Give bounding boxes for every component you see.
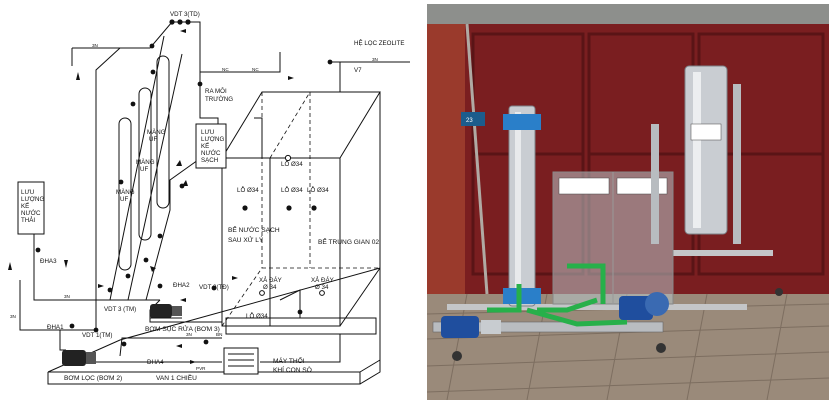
label-drain-2a: XẢ ĐÁY — [311, 277, 334, 284]
label-uf-mid-1: MÀNG — [136, 159, 155, 166]
valve-markers — [35, 19, 333, 347]
label-waste-meter-3: KẾ — [21, 203, 29, 210]
label-vdt1-tm: VDT 1(TM) — [82, 332, 112, 339]
label-buffer-tank: BỂ TRUNG GIAN 02 — [318, 237, 379, 246]
pump-backwash — [150, 304, 182, 319]
uf-membrane-left — [118, 117, 132, 271]
label-waste-meter-5: THẢI — [21, 217, 35, 224]
label-discharge-1: RA MÔI — [205, 88, 227, 95]
label-uf-left-2: UF — [120, 196, 128, 203]
pipe-code: PVR — [196, 366, 206, 371]
background-building — [427, 4, 829, 24]
label-vdt3-tm: VDT 3 (TM) — [104, 306, 136, 313]
flow-arrows — [8, 29, 294, 364]
label-waste-meter-4: NƯỚC — [21, 210, 41, 217]
pipe-code: 3N — [92, 43, 98, 48]
label-waste-meter-1: LƯU — [21, 189, 34, 196]
label-blower-1: MÁY THỔI — [273, 356, 305, 365]
air-blower — [223, 347, 259, 375]
label-clean-tank-1: BỂ NƯỚC SẠCH — [228, 225, 280, 234]
house-number: 23 — [466, 118, 473, 124]
label-blower-2: KHÍ CON SÒ — [273, 365, 312, 374]
label-hole-a: LỖ Ø34 — [237, 187, 259, 194]
label-hole-b: LỖ Ø34 — [281, 187, 303, 194]
house-number-plate — [461, 112, 485, 126]
equipment-frame — [432, 250, 783, 361]
equipment-photo: 23 — [427, 4, 829, 400]
label-gauge-3: ĐHA3 — [40, 258, 57, 265]
label-clean-tank-2: SAU XỬ LÝ — [228, 235, 264, 244]
label-clean-meter-3: KẾ — [201, 143, 209, 150]
blue-pumps — [441, 292, 669, 338]
pipe-code: NC — [222, 67, 229, 72]
pipe-code: BN — [216, 332, 222, 337]
label-v7: V7 — [354, 67, 362, 74]
label-discharge-2: TRƯỜNG — [205, 96, 233, 103]
label-drain-1a: XẢ ĐÁY — [259, 277, 282, 284]
process-diagram: VDT 3(TD) HỆ LỌC ZEOLITE V7 RA MÔI TRƯỜN… — [8, 11, 410, 385]
pipe-code: 3N — [372, 57, 378, 62]
label-hole-top: LỖ Ø34 — [281, 161, 303, 168]
flow-meter-clean — [195, 123, 227, 169]
pipe-code: NC — [252, 67, 259, 72]
label-clean-meter-2: LƯỢNG — [201, 136, 224, 143]
uf-membrane-mid — [138, 87, 152, 241]
label-zeolite-filter: HỆ LỌC ZEOLITE — [354, 39, 405, 47]
label-hole-c: LỖ Ø34 — [307, 187, 329, 194]
label-vdt2-td: VDT 2(TĐ) — [199, 284, 229, 291]
label-waste-meter-2: LƯỢNG — [21, 196, 44, 203]
label-clean-meter-4: NƯỚC — [201, 150, 221, 157]
uf-column — [503, 105, 541, 307]
pipe-code: 3N — [64, 294, 70, 299]
label-gauge-1: ĐHA1 — [47, 324, 64, 331]
flow-meter-waste — [17, 181, 45, 235]
pump-filter — [62, 350, 96, 366]
label-drain-1b: Ø 34 — [263, 284, 277, 291]
pipe-code: 3N — [186, 332, 192, 337]
pipe-code: 3N — [10, 314, 16, 319]
label-uf-mid-2: UF — [140, 166, 148, 173]
label-uf-left-1: MÀNG — [116, 189, 135, 196]
label-uf-right-2: UF — [149, 136, 157, 143]
label-drain-2b: Ø 34 — [315, 284, 329, 291]
label-gauge-4: ĐHA4 — [147, 359, 164, 366]
uf-membrane-right — [156, 55, 170, 209]
piping-network — [19, 21, 410, 363]
label-uf-right-1: MÀNG — [147, 129, 166, 136]
leaning-pole — [465, 23, 489, 295]
label-clean-meter-1: LƯU — [201, 129, 214, 136]
label-vdt3-td: VDT 3(TD) — [170, 11, 200, 18]
zeolite-column — [651, 65, 741, 244]
brick-pillar — [427, 24, 465, 294]
label-hole-bottom: LỖ Ø34 — [246, 313, 268, 320]
tank-box — [221, 91, 381, 335]
label-check-valve: VAN 1 CHIỀU — [156, 372, 197, 382]
label-backwash-pump: BƠM SỤC RỬA (BƠM 3) — [145, 324, 220, 333]
label-gauge-2: ĐHA2 — [173, 282, 190, 289]
label-filter-pump: BƠM LỌC (BƠM 2) — [64, 375, 122, 382]
label-clean-meter-5: SẠCH — [201, 157, 218, 164]
green-pipes — [487, 263, 628, 327]
